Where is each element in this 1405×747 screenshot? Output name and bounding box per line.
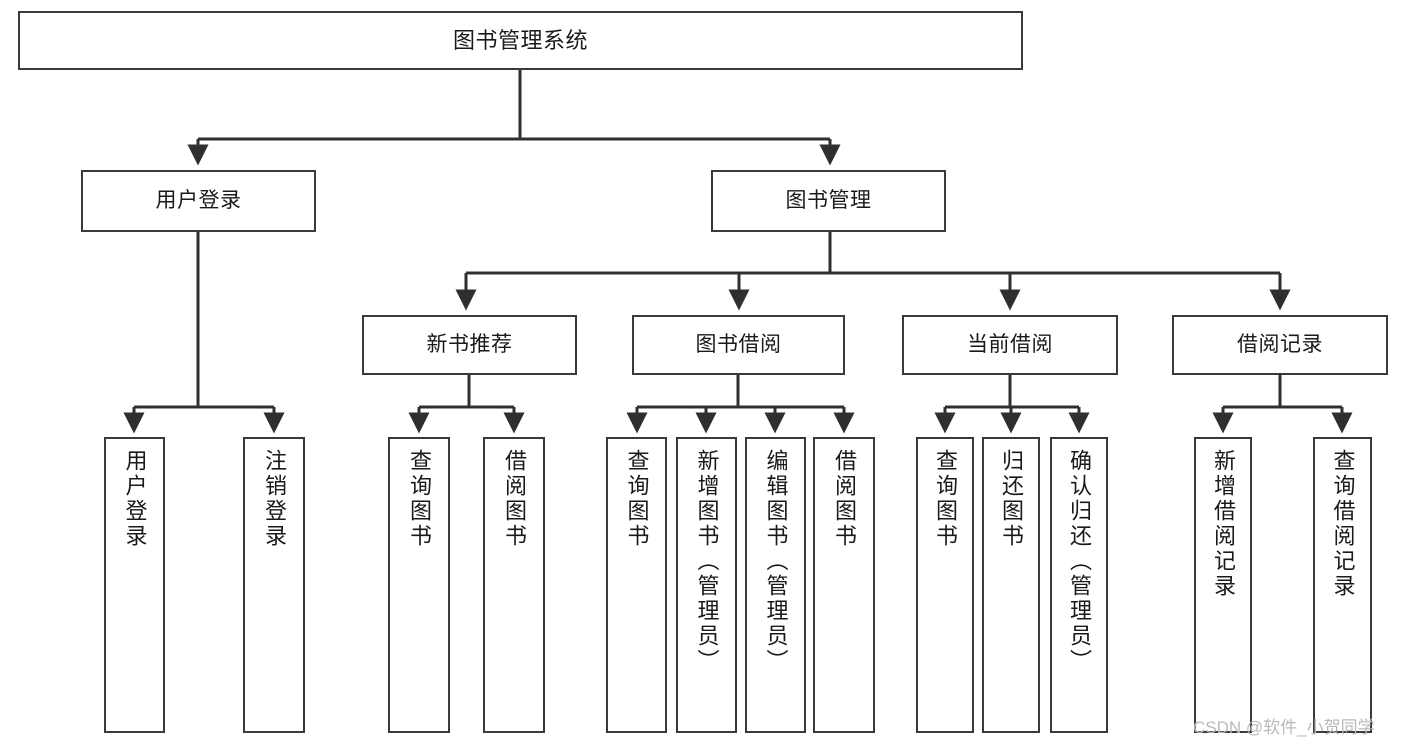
leaf-edit-book-admin[interactable]: 编辑图书（管理员）	[745, 437, 806, 733]
node-label: 编辑图书（管理员）	[763, 449, 789, 674]
leaf-add-borrow-record[interactable]: 新增借阅记录	[1194, 437, 1252, 733]
leaf-borrow-book[interactable]: 借阅图书	[813, 437, 875, 733]
node-new-book-recommend[interactable]: 新书推荐	[362, 315, 577, 375]
node-label: 用户登录	[122, 449, 148, 549]
node-label: 新增图书（管理员）	[694, 449, 720, 674]
node-label: 查询图书	[933, 449, 958, 549]
leaf-borrow-book-recommend[interactable]: 借阅图书	[483, 437, 545, 733]
node-label: 用户登录	[155, 188, 242, 212]
node-user-login[interactable]: 用户登录	[81, 170, 316, 232]
node-label: 图书借阅	[695, 332, 782, 356]
node-label: 图书管理	[785, 188, 872, 212]
leaf-user-login[interactable]: 用户登录	[104, 437, 165, 733]
node-label: 借阅图书	[502, 449, 527, 549]
leaf-query-book-borrow[interactable]: 查询图书	[606, 437, 667, 733]
node-label: 新增借阅记录	[1211, 449, 1236, 599]
leaf-query-borrow-record[interactable]: 查询借阅记录	[1313, 437, 1372, 733]
node-label: 借阅图书	[832, 449, 857, 549]
leaf-logout-login[interactable]: 注销登录	[243, 437, 305, 733]
node-label: 借阅记录	[1237, 332, 1323, 356]
leaf-return-book[interactable]: 归还图书	[982, 437, 1040, 733]
node-root-book-management-system[interactable]: 图书管理系统	[18, 11, 1023, 70]
node-label: 查询借阅记录	[1330, 449, 1356, 599]
node-label: 确认归还（管理员）	[1067, 449, 1092, 674]
leaf-confirm-return-admin[interactable]: 确认归还（管理员）	[1050, 437, 1108, 733]
leaf-add-book-admin[interactable]: 新增图书（管理员）	[676, 437, 737, 733]
node-book-borrow[interactable]: 图书借阅	[632, 315, 845, 375]
node-label: 注销登录	[262, 449, 287, 549]
node-label: 新书推荐	[426, 332, 513, 356]
node-current-borrow[interactable]: 当前借阅	[902, 315, 1118, 375]
node-label: 查询图书	[624, 449, 650, 549]
node-book-management[interactable]: 图书管理	[711, 170, 946, 232]
leaf-query-book-recommend[interactable]: 查询图书	[388, 437, 450, 733]
node-label: 当前借阅	[967, 332, 1053, 356]
node-label: 查询图书	[407, 449, 432, 549]
node-label: 图书管理系统	[452, 27, 588, 53]
csdn-watermark: CSDN @软件_小贺同学	[1193, 718, 1375, 737]
node-label: 归还图书	[999, 449, 1024, 549]
leaf-query-book-current[interactable]: 查询图书	[916, 437, 974, 733]
node-borrow-record[interactable]: 借阅记录	[1172, 315, 1388, 375]
